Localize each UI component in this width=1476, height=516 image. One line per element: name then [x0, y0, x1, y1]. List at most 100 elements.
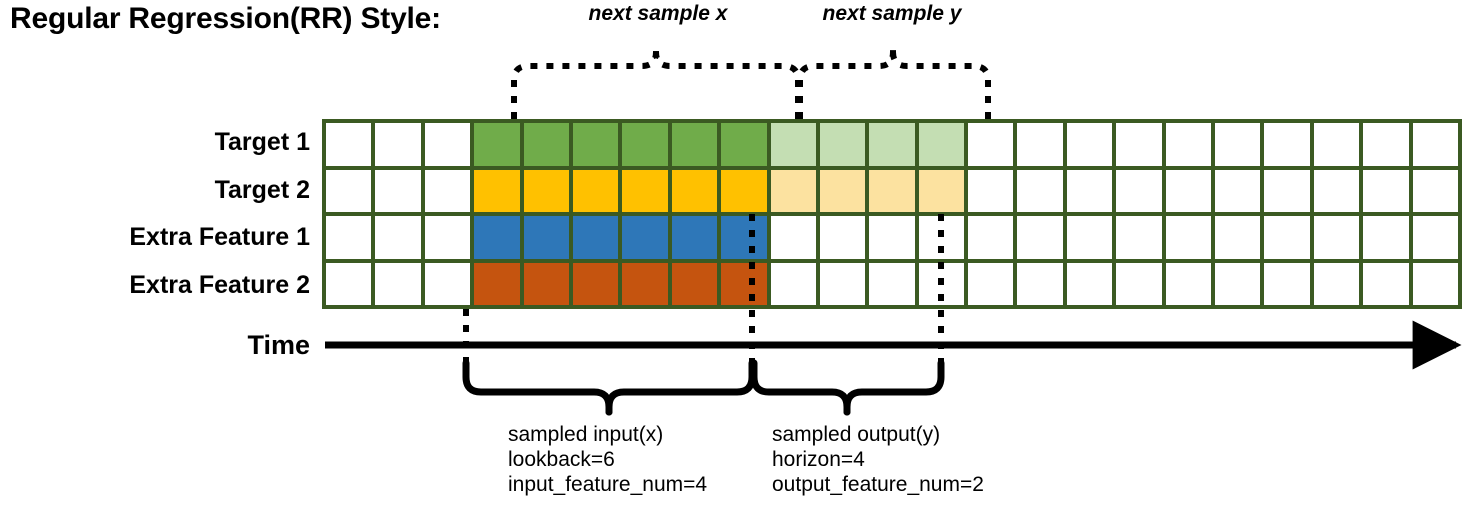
grid-cell-feature1-10-empty — [770, 216, 816, 259]
grid-cell-feature2-3-empty — [424, 262, 471, 305]
grid-cell-target1-9-input — [721, 123, 767, 166]
grid-cell-feature1-19-empty — [1215, 216, 1261, 259]
grid-cell-feature1-17-empty — [1116, 216, 1162, 259]
grid-cell-feature2-8-input — [671, 262, 718, 305]
row-label-extra-feature-1: Extra Feature 1 — [129, 223, 310, 251]
grid-cell-target2-17-empty — [1116, 169, 1162, 212]
grid-cell-feature1-8-input — [671, 216, 718, 259]
grid-cell-target2-13-output — [918, 169, 965, 212]
grid-cell-target2-8-input — [671, 169, 718, 212]
grid-cell-feature2-14-empty — [968, 262, 1014, 305]
grid-cell-feature2-20-empty — [1264, 262, 1310, 305]
grid-cell-target2-14-empty — [968, 169, 1014, 212]
grid-cell-feature2-19-empty — [1215, 262, 1261, 305]
sampled-input-line-3: input_feature_num=4 — [508, 473, 708, 496]
grid-cell-feature2-10-empty — [770, 262, 816, 305]
sampled-input-annotation: sampled input(x) lookback=6 input_featur… — [508, 422, 707, 497]
grid-cell-target1-3-empty — [424, 123, 471, 166]
grid-cell-feature1-3-empty — [424, 216, 471, 259]
grid-cell-feature2-15-empty — [1017, 262, 1063, 305]
grid-cell-target2-23-empty — [1412, 169, 1458, 212]
grid-cell-feature2-21-empty — [1313, 262, 1360, 305]
row-label-target2: Target 2 — [214, 175, 310, 204]
grid-cell-feature2-22-empty — [1363, 262, 1409, 305]
grid-cell-target2-19-empty — [1215, 169, 1261, 212]
grid-cell-feature1-22-empty — [1363, 216, 1409, 259]
grid-cell-target2-20-empty — [1264, 169, 1310, 212]
sampled-output-line-2: horizon=4 — [772, 448, 865, 471]
grid-cell-target2-5-input — [523, 169, 569, 212]
grid-cell-target2-6-input — [572, 169, 619, 212]
grid-cell-target1-7-input — [622, 123, 668, 166]
grid-cell-target1-2-empty — [375, 123, 421, 166]
row-label-target1: Target 1 — [214, 128, 310, 156]
grid-cell-target2-21-empty — [1313, 169, 1360, 212]
next-sample-x-brace — [511, 44, 801, 119]
grid-cell-feature2-11-empty — [819, 262, 866, 305]
grid-cell-feature2-16-empty — [1066, 262, 1113, 305]
next-sample-y-label: next sample y — [822, 2, 962, 25]
grid-cell-feature2-4-input — [474, 262, 520, 305]
grid-cell-target1-20-empty — [1264, 123, 1310, 166]
grid-cell-target2-7-input — [622, 169, 668, 212]
grid-cell-target2-12-output — [869, 169, 915, 212]
grid-cell-feature2-12-empty — [869, 262, 915, 305]
grid-cell-feature1-21-empty — [1313, 216, 1360, 259]
grid-cell-target1-14-empty — [968, 123, 1014, 166]
grid-cell-target1-11-output — [819, 123, 866, 166]
grid-cell-target2-11-output — [819, 169, 866, 212]
grid-cell-target1-16-empty — [1066, 123, 1113, 166]
grid-cell-feature2-5-input — [523, 262, 569, 305]
grid-cell-target1-19-empty — [1215, 123, 1261, 166]
grid-cell-feature2-2-empty — [375, 262, 421, 305]
sampled-output-line-3: output_feature_num=2 — [772, 473, 984, 496]
grid-cell-feature1-5-input — [523, 216, 569, 259]
grid-cell-target1-6-input — [572, 123, 619, 166]
grid-cell-feature1-13-empty — [918, 216, 965, 259]
grid-cell-feature1-20-empty — [1264, 216, 1310, 259]
grid-cell-target1-13-output — [918, 123, 965, 166]
grid-cell-feature1-15-empty — [1017, 216, 1063, 259]
grid-cell-feature1-2-empty — [375, 216, 421, 259]
sampled-input-brace — [462, 359, 756, 416]
row-label-extra-feature-2: Extra Feature 2 — [129, 270, 310, 299]
grid-cell-feature2-1-empty — [326, 262, 372, 305]
grid-cell-target1-15-empty — [1017, 123, 1063, 166]
time-axis-label: Time — [247, 330, 310, 360]
grid-cell-feature2-7-input — [622, 262, 668, 305]
grid-cell-target1-4-input — [474, 123, 520, 166]
page-title: Regular Regression(RR) Style: — [10, 2, 441, 35]
sampled-input-line-1: sampled input(x) — [508, 423, 664, 446]
grid-cell-target2-1-empty — [326, 169, 372, 212]
grid-cell-target2-10-output — [770, 169, 816, 212]
sampled-output-annotation: sampled output(y) horizon=4 output_featu… — [772, 422, 984, 497]
grid-cell-target2-4-input — [474, 169, 520, 212]
grid-cell-target2-3-empty — [424, 169, 471, 212]
grid-cell-feature1-12-empty — [869, 216, 915, 259]
grid-cell-feature2-9-input — [721, 262, 767, 305]
sampled-output-brace — [750, 359, 945, 416]
grid-cell-feature1-23-empty — [1412, 216, 1458, 259]
grid-cell-target2-15-empty — [1017, 169, 1063, 212]
sampled-input-line-2: lookback=6 — [508, 448, 615, 471]
grid-cell-target2-18-empty — [1165, 169, 1212, 212]
grid-cell-feature1-18-empty — [1165, 216, 1212, 259]
grid-cell-feature1-6-input — [572, 216, 619, 259]
grid-cell-feature2-18-empty — [1165, 262, 1212, 305]
sampled-output-line-1: sampled output(y) — [772, 423, 941, 446]
grid-cell-feature1-9-input — [721, 216, 767, 259]
timeseries-grid — [322, 119, 1462, 309]
next-sample-y-brace — [797, 44, 991, 119]
grid-cell-feature2-17-empty — [1116, 262, 1162, 305]
grid-cell-target1-23-empty — [1412, 123, 1458, 166]
grid-cell-target1-17-empty — [1116, 123, 1162, 166]
grid-cell-feature1-7-input — [622, 216, 668, 259]
grid-cell-feature2-23-empty — [1412, 262, 1458, 305]
grid-cell-target2-16-empty — [1066, 169, 1113, 212]
grid-cell-target1-18-empty — [1165, 123, 1212, 166]
grid-cell-feature1-1-empty — [326, 216, 372, 259]
grid-cell-target1-1-empty — [326, 123, 372, 166]
grid-cell-feature1-11-empty — [819, 216, 866, 259]
grid-cell-feature2-6-input — [572, 262, 619, 305]
